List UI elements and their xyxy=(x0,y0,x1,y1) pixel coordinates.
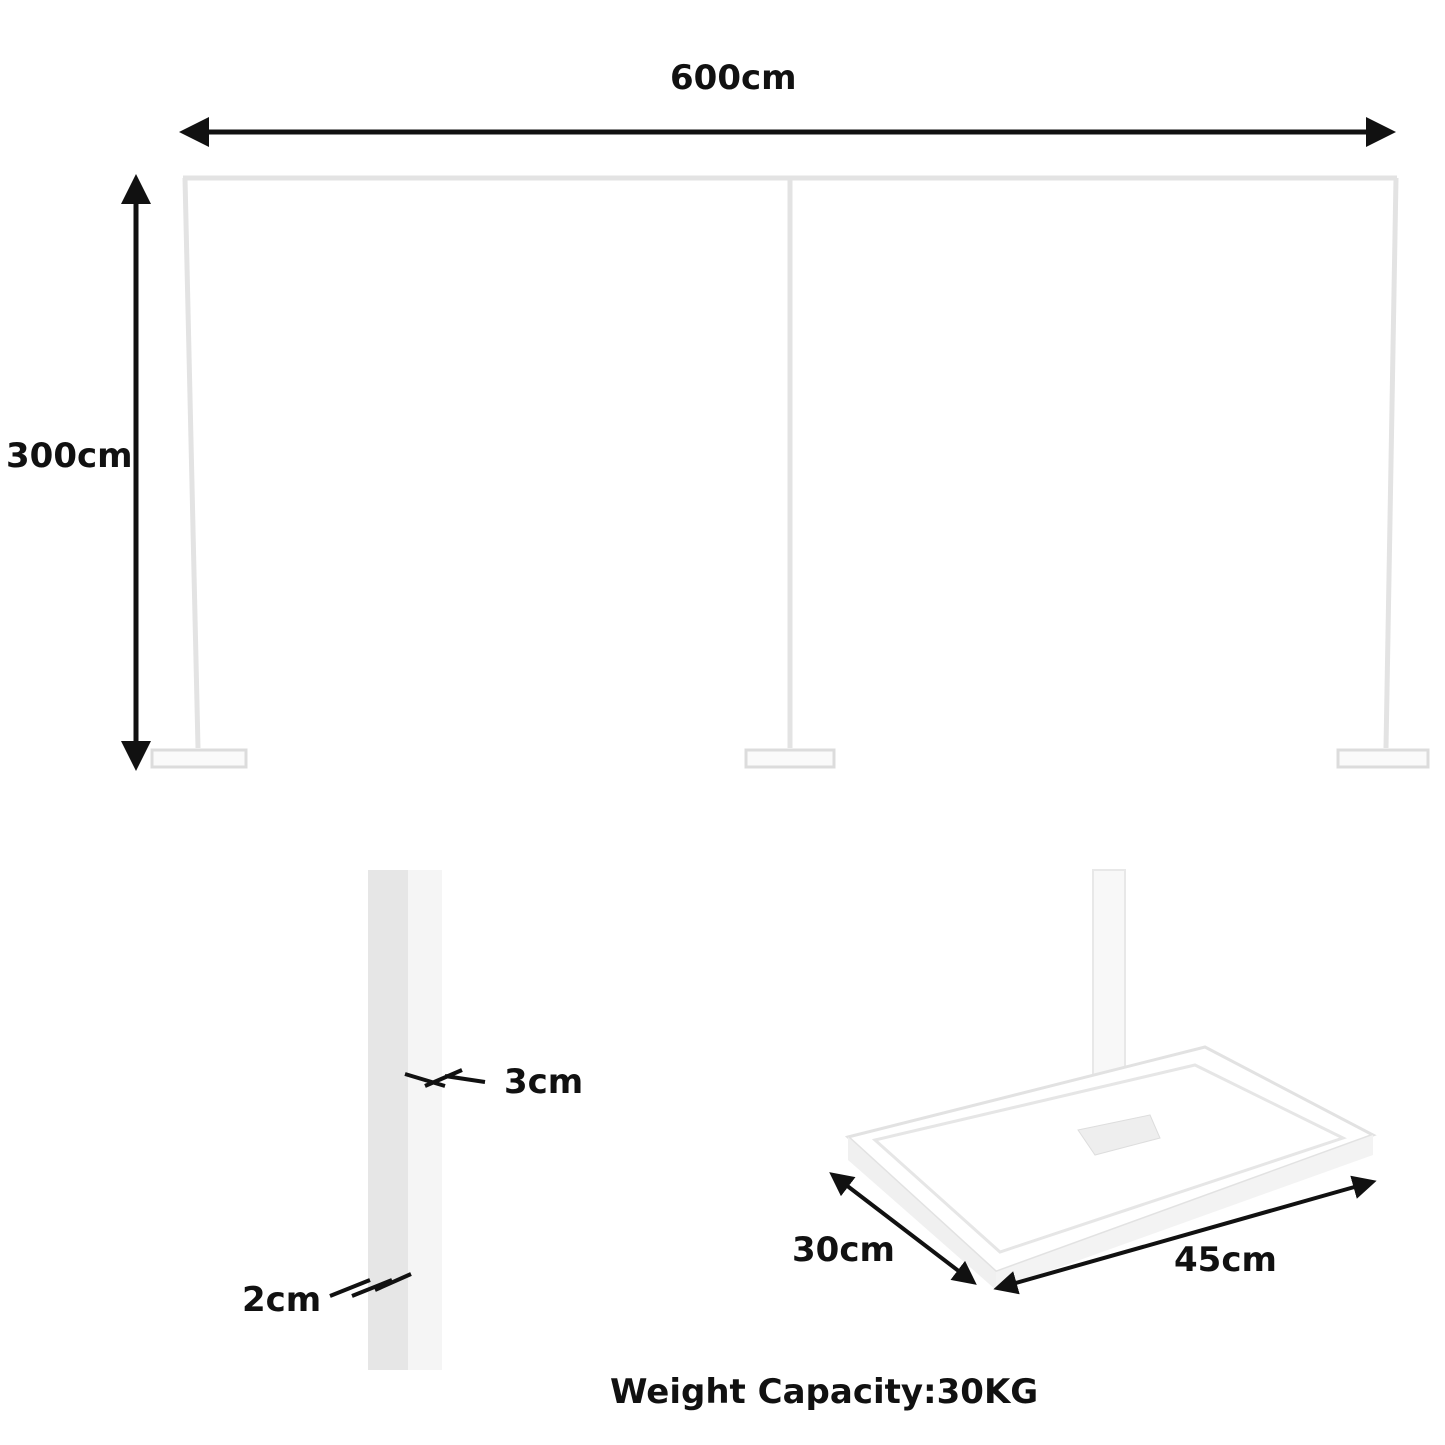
tube-closeup-side-a xyxy=(368,870,408,1370)
tube-closeup-side-b xyxy=(408,870,442,1370)
base-length-label: 45cm xyxy=(1174,1240,1277,1280)
width-label: 600cm xyxy=(670,58,797,98)
height-label: 300cm xyxy=(6,436,133,476)
backdrop-frame xyxy=(182,175,1399,749)
frame-bases xyxy=(150,748,1430,769)
tube-side-a-label: 3cm xyxy=(504,1062,584,1102)
tube-dimension-marks xyxy=(329,1068,486,1298)
tube-side-b-label: 2cm xyxy=(242,1280,322,1320)
base-closeup xyxy=(844,869,1377,1290)
base-depth-arrow xyxy=(829,1172,977,1285)
base-length-arrow xyxy=(993,1175,1377,1295)
weight-capacity: Weight Capacity:30KG xyxy=(610,1372,1039,1412)
base-depth-label: 30cm xyxy=(792,1230,895,1270)
